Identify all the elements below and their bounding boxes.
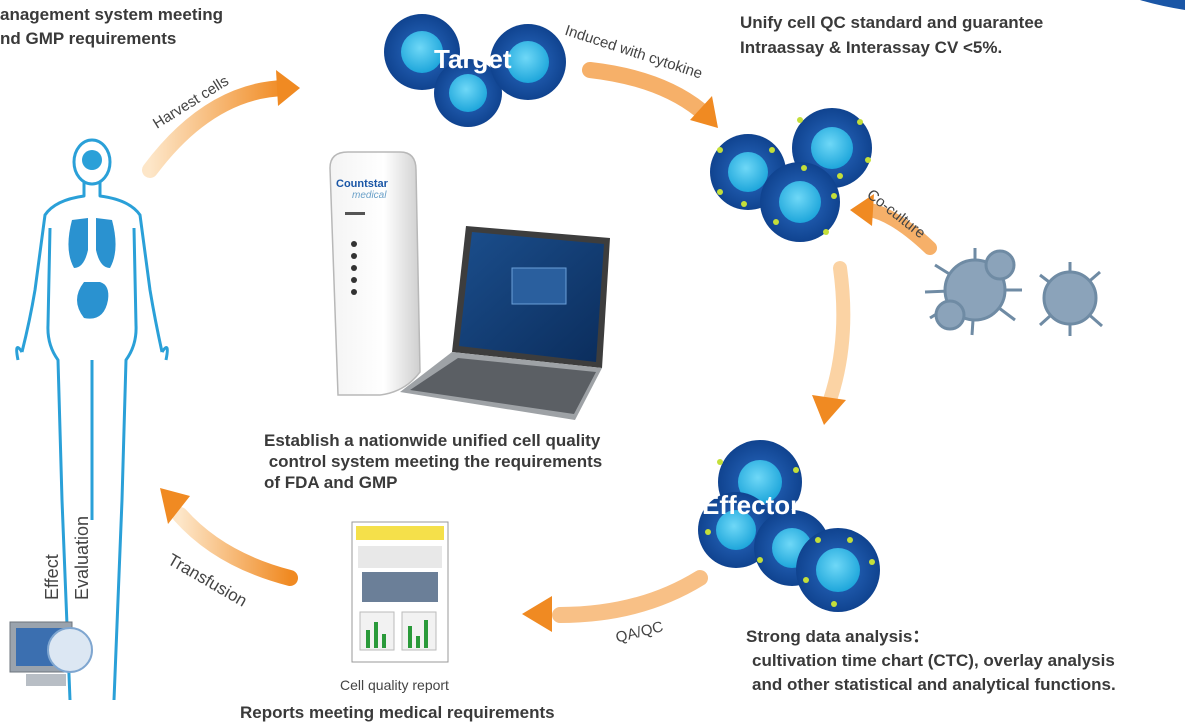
harvest-arrow xyxy=(142,70,300,178)
transfusion-arrow xyxy=(160,488,298,586)
cell-quality-report-caption: Cell quality report xyxy=(340,677,449,693)
top-right-line1: Unify cell QC standard and guarantee xyxy=(740,13,1044,32)
evaluation-label: Evaluation xyxy=(72,515,92,600)
laptop xyxy=(400,226,610,420)
center-line1: Establish a nationwide unified cell qual… xyxy=(264,431,601,450)
center-line2: control system meeting the requirements xyxy=(264,452,603,471)
effect-label: Effect xyxy=(42,554,62,600)
target-label: Target xyxy=(434,44,512,74)
top-right-line2: Intraassay & Interassay CV <5%. xyxy=(740,38,1003,57)
organ-icons xyxy=(68,150,116,319)
analysis-line3: and other statistical and analytical fun… xyxy=(752,675,1116,694)
countstar-device xyxy=(329,151,421,396)
human-body-figure xyxy=(15,138,169,701)
corner-decoration xyxy=(1140,0,1185,10)
center-line3: of FDA and GMP xyxy=(264,473,398,492)
target-cells xyxy=(384,14,566,127)
monitor-icon xyxy=(9,621,93,686)
cytokine-arrow xyxy=(582,62,718,128)
coculture-arrow xyxy=(850,194,937,255)
device-brand: Countstar xyxy=(336,178,388,190)
effector-label: Effector xyxy=(702,490,801,520)
device-sub: medical xyxy=(352,190,387,201)
top-left-line1: anagement system meeting xyxy=(0,5,223,24)
effector-cells xyxy=(698,440,880,612)
activated-cells xyxy=(710,108,872,242)
downward-arrow xyxy=(812,261,851,425)
virus-icons xyxy=(924,248,1103,336)
analysis-line2: cultivation time chart (CTC), overlay an… xyxy=(752,651,1115,670)
reports-meeting-caption: Reports meeting medical requirements xyxy=(240,703,555,722)
top-left-line2: nd GMP requirements xyxy=(0,29,177,48)
analysis-line1: Strong data analysis： xyxy=(746,627,930,646)
cell-quality-report-image xyxy=(351,521,449,663)
qaqc-arrow xyxy=(522,570,708,632)
